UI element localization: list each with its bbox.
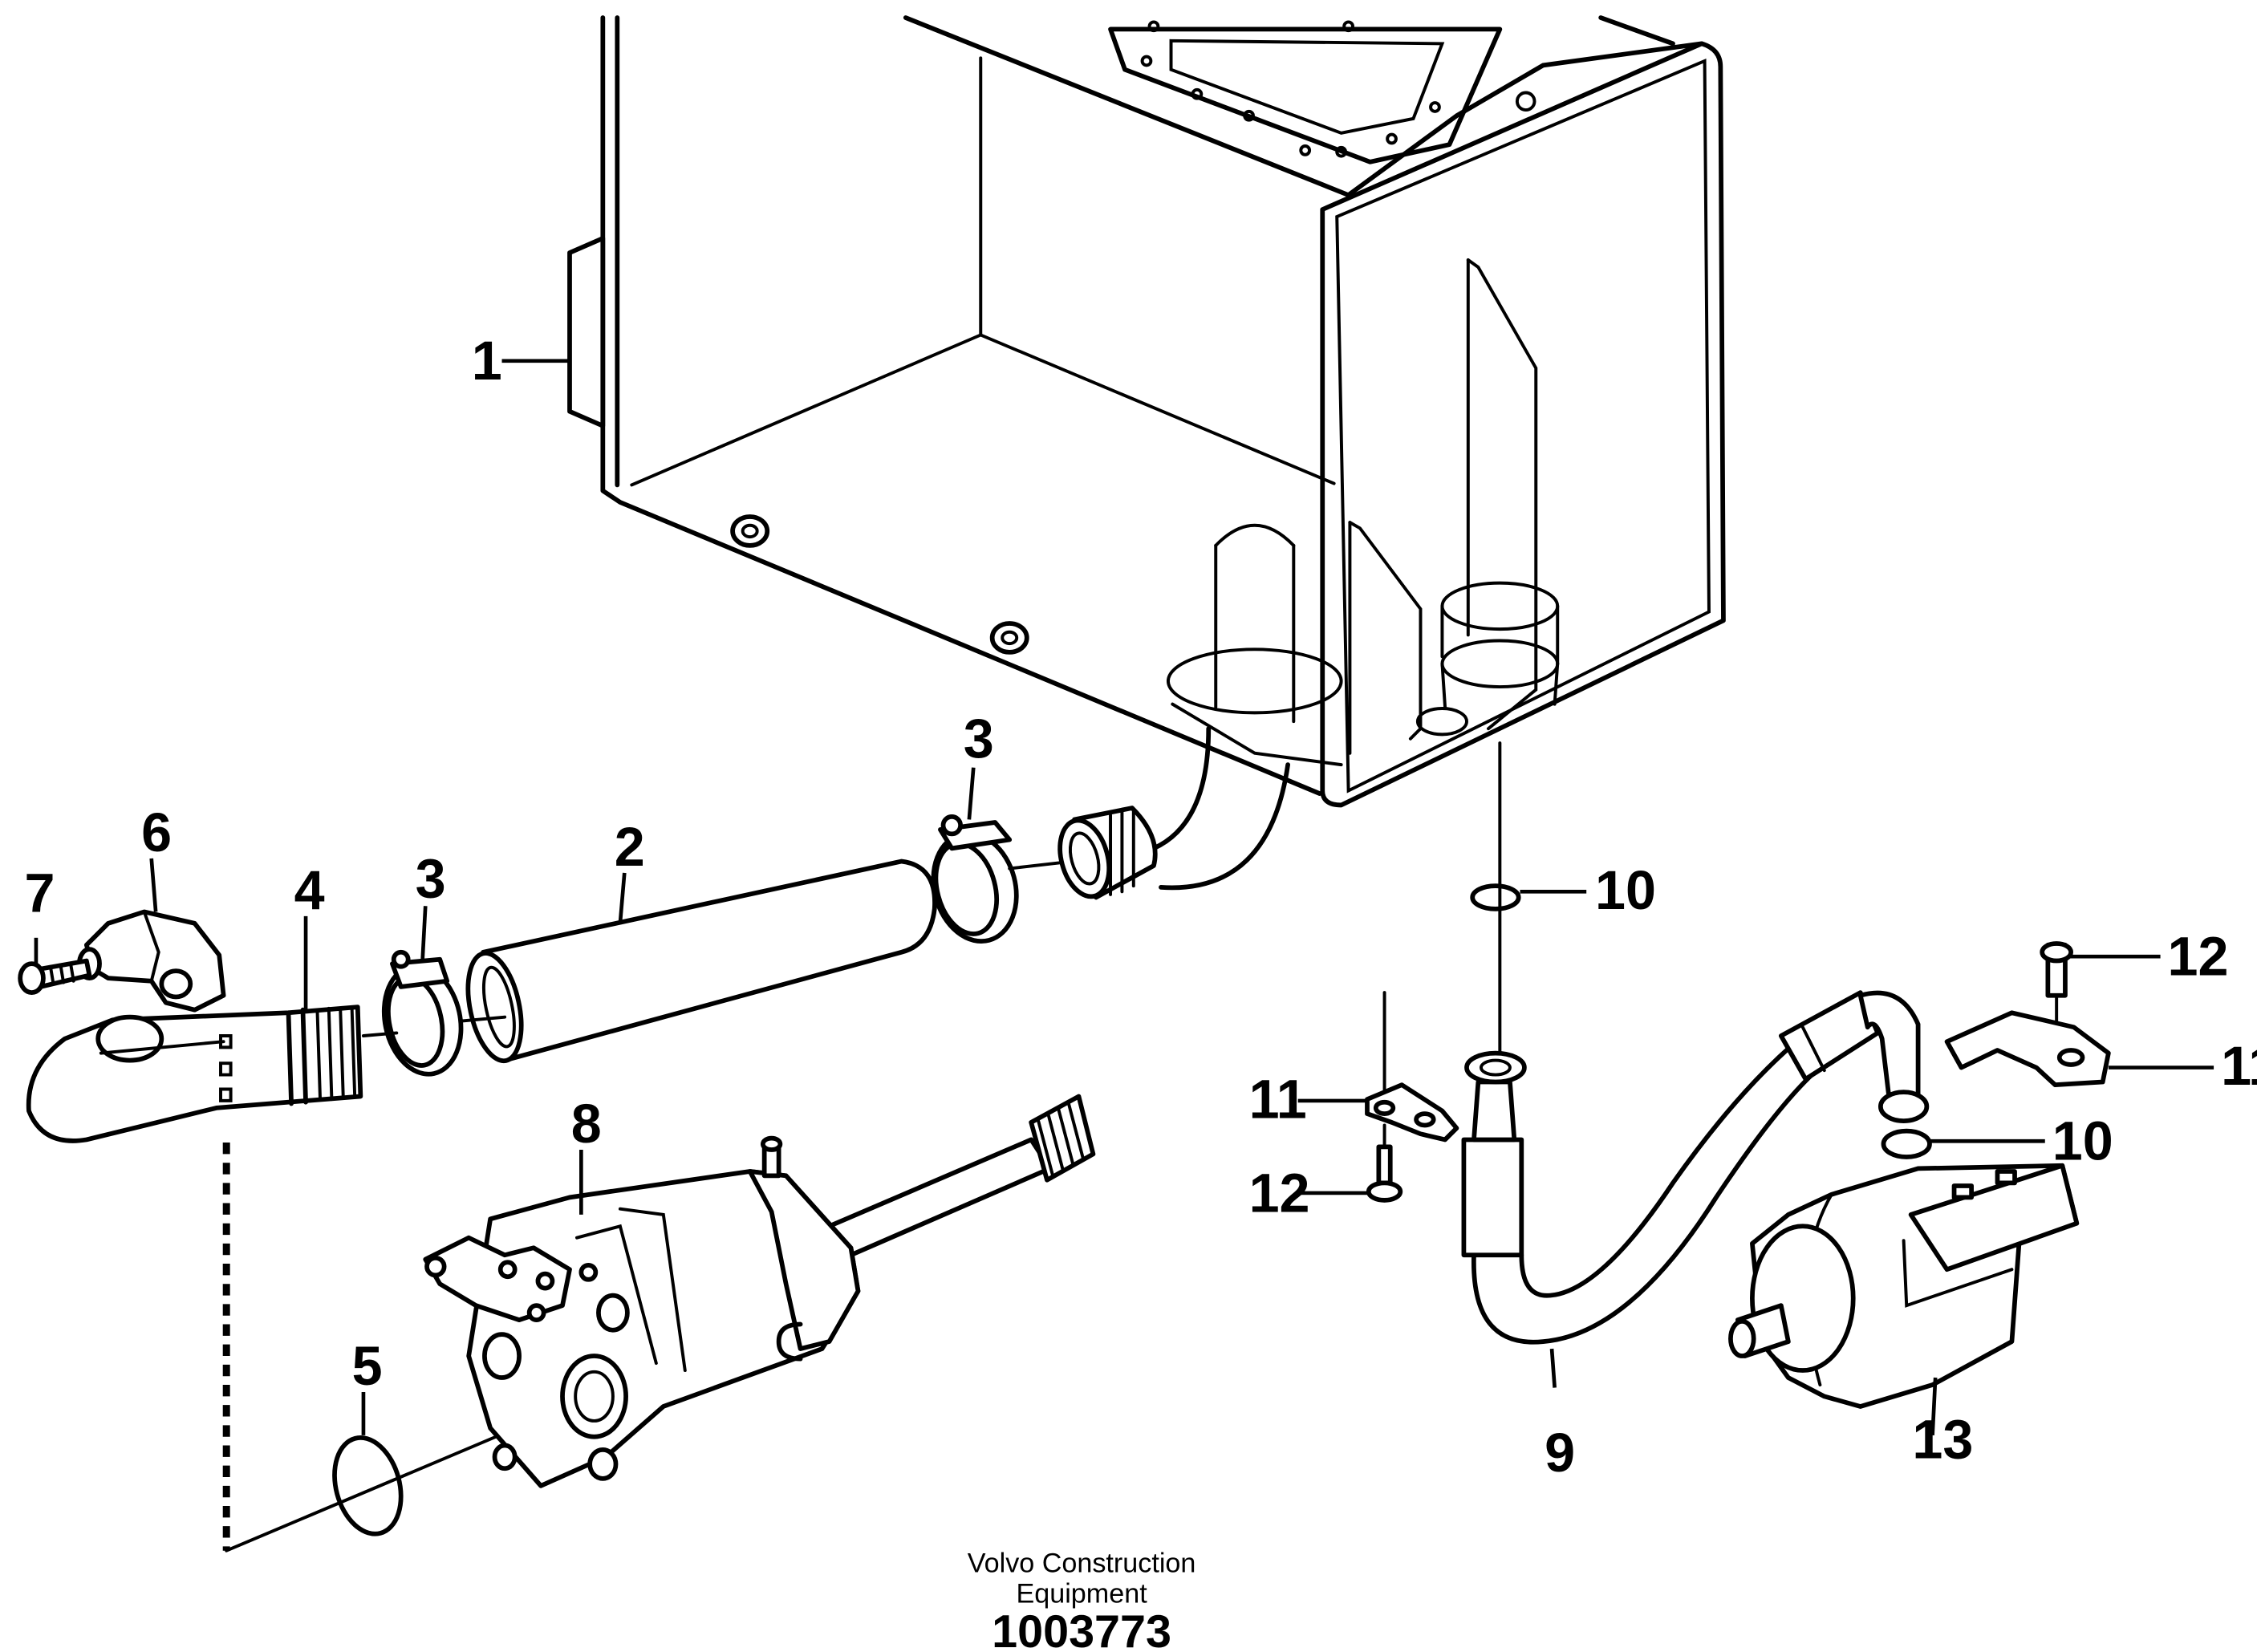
suction-hose bbox=[455, 858, 937, 1064]
hydraulic-pump-13 bbox=[1728, 1163, 2080, 1409]
hose-assembly bbox=[1461, 990, 1930, 1345]
callout-11-right: 11 bbox=[2221, 1036, 2257, 1097]
hydraulic-tank bbox=[567, 15, 1726, 808]
callout-4: 4 bbox=[294, 860, 325, 921]
leader-lines bbox=[34, 359, 2214, 1436]
callout-8: 8 bbox=[571, 1094, 602, 1155]
clamp-left-and-screw bbox=[1365, 991, 1459, 1203]
suction-pipe bbox=[26, 1005, 363, 1143]
callout-2: 2 bbox=[615, 817, 645, 878]
o-ring-5 bbox=[332, 1435, 404, 1536]
callout-labels: 1 2 3 3 4 5 6 7 8 9 10 10 11 11 12 12 13 bbox=[25, 331, 2257, 1484]
credit-line-2: Equipment bbox=[1016, 1578, 1147, 1609]
callout-9: 9 bbox=[1545, 1423, 1575, 1484]
tank-outlet-elbow bbox=[1057, 726, 1290, 900]
callout-13: 13 bbox=[1912, 1410, 1973, 1471]
callout-5: 5 bbox=[352, 1336, 383, 1397]
hydraulic-pump bbox=[423, 1094, 1096, 1488]
callout-6: 6 bbox=[141, 802, 172, 863]
clamp-right-and-screw bbox=[1944, 941, 2111, 1088]
hose-clamp-right bbox=[931, 814, 1062, 944]
callout-3-left: 3 bbox=[416, 848, 446, 909]
credit-line-1: Volvo Construction bbox=[968, 1548, 1196, 1579]
hose-clamp-left bbox=[361, 949, 464, 1077]
callout-12-left: 12 bbox=[1249, 1163, 1310, 1224]
callout-1: 1 bbox=[472, 331, 502, 392]
callout-11-left: 11 bbox=[1249, 1069, 1307, 1130]
o-ring-10-upper bbox=[1470, 883, 1521, 911]
callout-3-right: 3 bbox=[964, 708, 994, 769]
callout-10-upper: 10 bbox=[1595, 860, 1656, 921]
callout-12-right: 12 bbox=[2168, 927, 2229, 988]
footer: Volvo Construction Equipment 1003773 bbox=[968, 1548, 1196, 1652]
drawing-number: 1003773 bbox=[992, 1606, 1171, 1652]
callout-10-lower: 10 bbox=[2052, 1111, 2113, 1172]
callout-7: 7 bbox=[25, 863, 55, 923]
o-ring-10-lower bbox=[1881, 1128, 1932, 1159]
clamp-half-and-screw bbox=[18, 909, 226, 1013]
